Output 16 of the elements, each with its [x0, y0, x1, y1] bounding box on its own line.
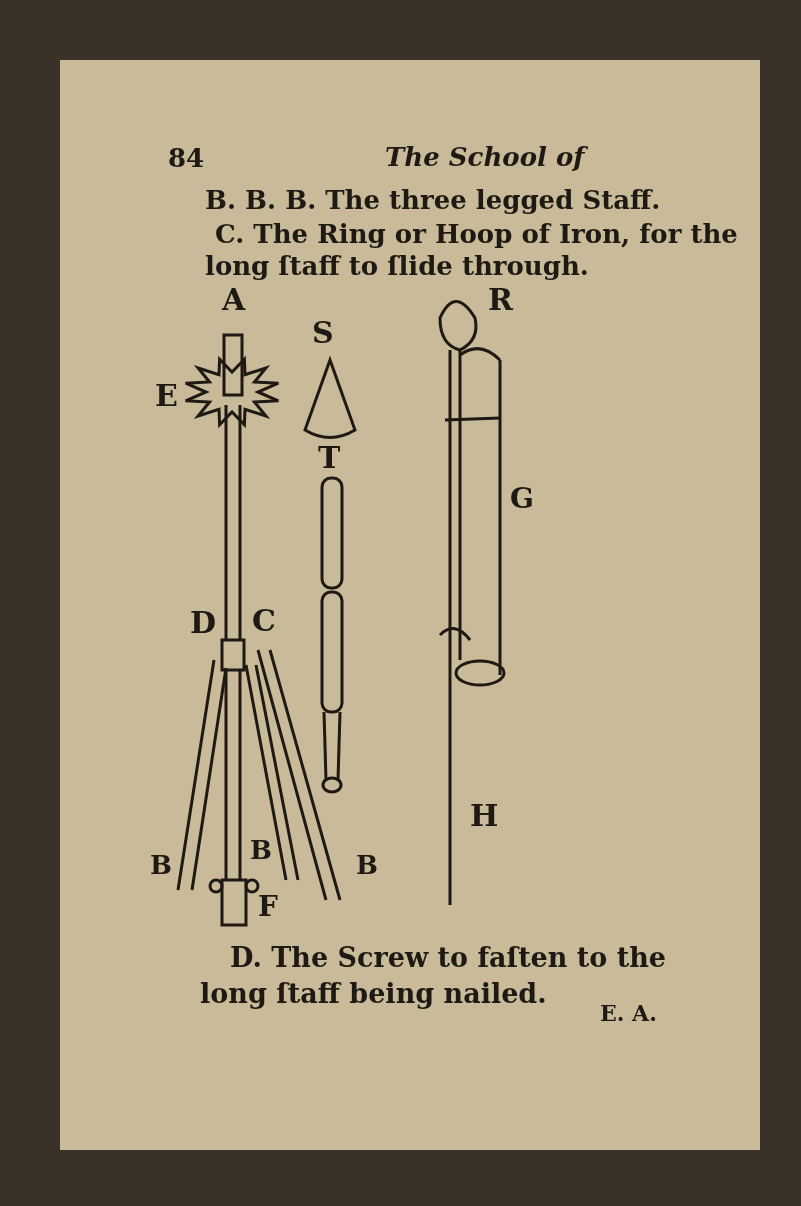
- part-letter: A: [222, 282, 246, 317]
- part-letter: R: [488, 282, 513, 317]
- caption-text: C. The Ring or Hoop of Iron, for the long ſtaff to ſlide through.: [205, 218, 739, 282]
- part-letter: E: [155, 378, 178, 413]
- part-letter: T: [318, 440, 341, 475]
- part-letter: D: [190, 605, 216, 640]
- part-letter: B: [356, 850, 378, 880]
- part-letter: B: [150, 850, 172, 880]
- part-letter: H: [470, 798, 499, 833]
- part-letter: S: [312, 315, 334, 350]
- part-letter: B: [250, 835, 272, 865]
- part-letter: F: [258, 890, 278, 923]
- page-number: 84: [168, 143, 205, 173]
- part-letter: C: [252, 603, 276, 638]
- part-letter: G: [510, 482, 534, 515]
- caption-text: B. B. B. The three legged Staff.: [205, 185, 661, 215]
